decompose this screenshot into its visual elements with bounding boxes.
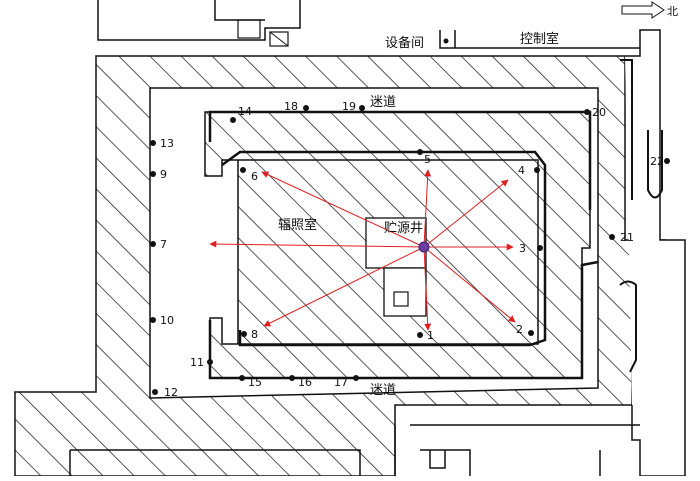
arrow-to-point-7 bbox=[209, 240, 425, 248]
monitoring-point-label-2: 2 bbox=[516, 323, 523, 336]
monitoring-point-11 bbox=[207, 359, 213, 365]
source-well-label: 贮源井 bbox=[384, 221, 423, 236]
monitoring-point-19 bbox=[359, 105, 365, 111]
monitoring-point-label-12: 12 bbox=[164, 386, 178, 399]
monitoring-point-6 bbox=[240, 167, 246, 173]
monitoring-point-label-15: 15 bbox=[248, 376, 262, 389]
right-corridor bbox=[625, 29, 686, 477]
maze-line-top bbox=[208, 110, 592, 210]
arrow-to-point-4 bbox=[423, 179, 509, 248]
monitoring-point-label-6: 6 bbox=[251, 170, 258, 183]
monitoring-point-label-9: 9 bbox=[160, 168, 167, 181]
bottom-left-room bbox=[69, 449, 361, 476]
source-well-plug bbox=[393, 291, 409, 307]
monitoring-point-label-10: 10 bbox=[160, 314, 174, 327]
top-rooms bbox=[97, 0, 640, 49]
monitoring-point-20 bbox=[584, 109, 590, 115]
monitoring-point-22 bbox=[664, 158, 670, 164]
north-indicator: 北 bbox=[621, 1, 678, 19]
monitoring-point-1 bbox=[417, 332, 423, 338]
arrow-to-point-5 bbox=[423, 169, 432, 248]
monitoring-point-17 bbox=[353, 375, 359, 381]
monitoring-point-9 bbox=[150, 171, 156, 177]
monitoring-point-16 bbox=[289, 375, 295, 381]
monitoring-point-label-11: 11 bbox=[190, 356, 204, 369]
maze-line-inner bbox=[221, 150, 547, 347]
equipment-box bbox=[237, 19, 261, 39]
monitoring-point-18 bbox=[303, 105, 309, 111]
bottom-rooms bbox=[394, 424, 640, 476]
monitoring-point-label-4: 4 bbox=[518, 164, 525, 177]
monitoring-point-3 bbox=[537, 245, 543, 251]
maze-line-bottom bbox=[208, 260, 599, 380]
equipment-box-2-x bbox=[269, 31, 289, 47]
right-duct-lower bbox=[619, 280, 637, 373]
monitoring-point-2 bbox=[528, 330, 534, 336]
monitoring-point-label-16: 16 bbox=[298, 376, 312, 389]
monitoring-point-10 bbox=[150, 317, 156, 323]
monitoring-point-5 bbox=[417, 149, 423, 155]
arrow-to-point-1 bbox=[423, 246, 432, 331]
monitoring-point-label-7: 7 bbox=[160, 238, 167, 251]
arrow-to-point-6 bbox=[261, 171, 425, 248]
monitoring-point-label-18: 18 bbox=[284, 100, 298, 113]
monitoring-point-8 bbox=[241, 331, 247, 337]
monitoring-point-label-22: 22 bbox=[650, 155, 664, 168]
monitoring-point-15 bbox=[239, 375, 245, 381]
north-arrow-icon bbox=[621, 1, 665, 19]
monitoring-point-label-14: 14 bbox=[238, 105, 252, 118]
monitoring-point-label-20: 20 bbox=[592, 106, 606, 119]
monitoring-point-label-19: 19 bbox=[342, 100, 356, 113]
arrow-to-point-8 bbox=[263, 246, 425, 327]
monitoring-point-4 bbox=[534, 167, 540, 173]
equipment-room-dot bbox=[443, 38, 449, 44]
monitoring-point-label-3: 3 bbox=[519, 242, 526, 255]
monitoring-point-label-1: 1 bbox=[427, 329, 434, 342]
arrow-to-point-2 bbox=[423, 246, 516, 323]
monitoring-point-label-21: 21 bbox=[620, 231, 634, 244]
right-duct bbox=[620, 59, 663, 200]
monitoring-point-label-5: 5 bbox=[424, 153, 431, 166]
north-label: 北 bbox=[667, 5, 678, 18]
equipment-box-2 bbox=[269, 31, 289, 47]
irradiation-room-label: 辐照室 bbox=[278, 217, 317, 233]
monitoring-point-13 bbox=[150, 140, 156, 146]
monitoring-point-12 bbox=[152, 389, 158, 395]
monitoring-point-label-13: 13 bbox=[160, 137, 174, 150]
radiation-source bbox=[418, 241, 430, 253]
monitoring-point-21 bbox=[609, 234, 615, 240]
monitoring-point-label-8: 8 bbox=[251, 328, 258, 341]
radiation-arrows bbox=[209, 169, 516, 331]
equipment-room-label: 设备间 bbox=[385, 35, 424, 51]
monitoring-point-14 bbox=[230, 117, 236, 123]
control-room-label: 控制室 bbox=[520, 31, 559, 47]
maze-top-label: 迷道 bbox=[370, 95, 396, 110]
monitoring-point-label-17: 17 bbox=[334, 376, 348, 389]
monitoring-point-7 bbox=[150, 241, 156, 247]
maze-bottom-label: 迷道 bbox=[370, 383, 396, 398]
